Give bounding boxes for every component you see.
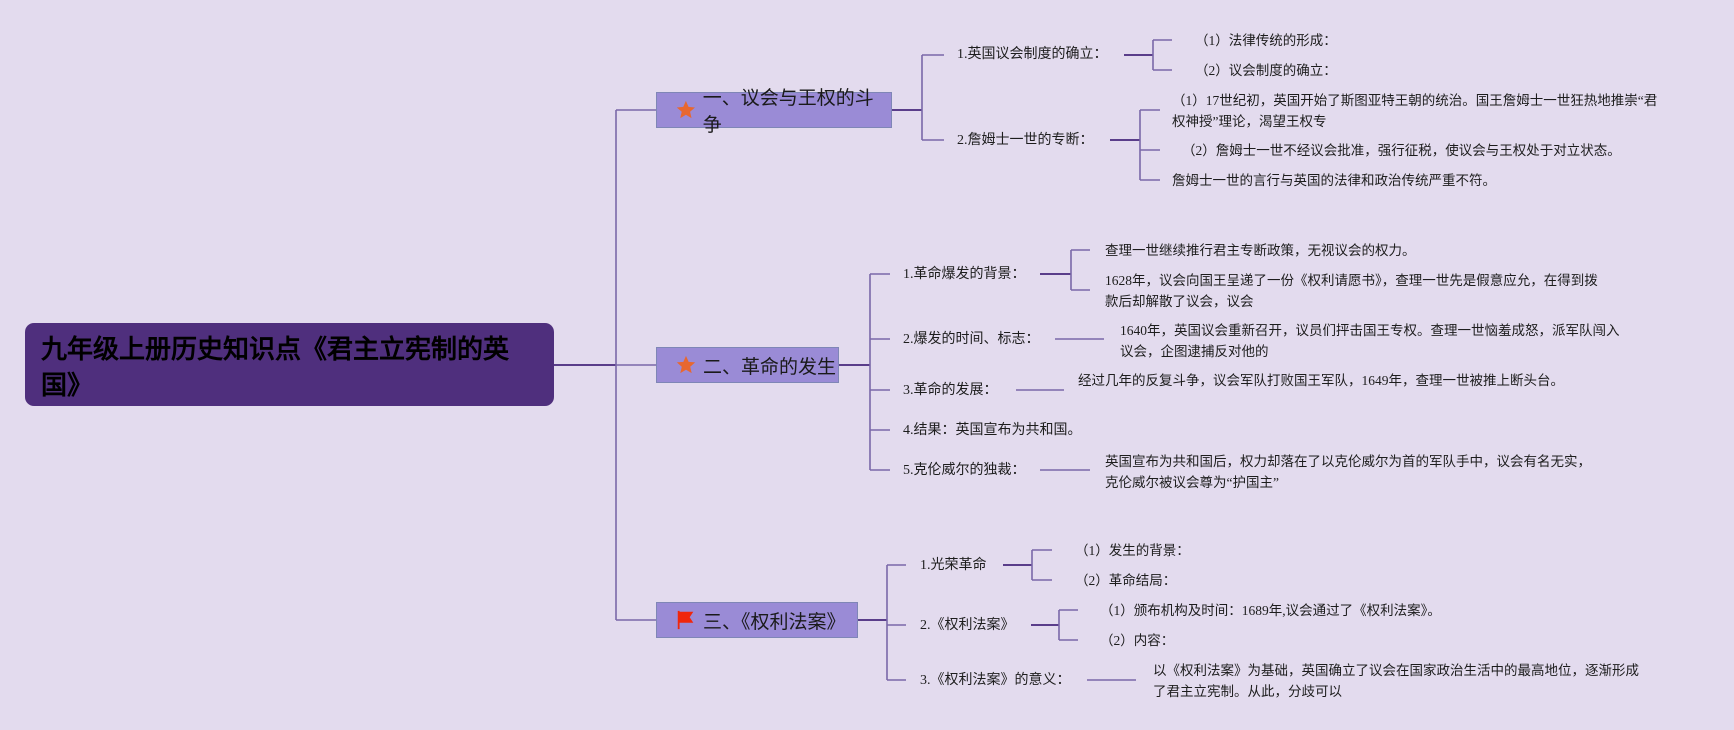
leaf-1-1-2[interactable]: （2）议会制度的确立： [1195,63,1337,78]
subtopic-2-3[interactable]: 3.革命的发展： [903,383,998,398]
leaf-2-1-1[interactable]: 查理一世继续推行君主专断政策，无视议会的权力。 [1105,243,1416,258]
branch-label: 三、《权利法案》 [703,611,846,633]
branch-label: 二、革命的发生 [703,356,837,378]
subtopic-1-2[interactable]: 2.詹姆士一世的专断： [957,133,1094,148]
leaf-1-2-3[interactable]: 詹姆士一世的言行与英国的法律和政治传统严重不符。 [1172,173,1496,188]
subtopic-1-1[interactable]: 1.英国议会制度的确立： [957,47,1108,62]
subtopic-3-1[interactable]: 1.光荣革命 [920,558,987,573]
star-icon [676,355,696,374]
leaf-1-2-2[interactable]: （2）詹姆士一世不经议会批准，强行征税，使议会与王权处于对立状态。 [1182,143,1621,158]
branch-label: 一、议会与王权的斗争 [702,88,874,136]
leaf-1-1-1[interactable]: （1）法律传统的形成： [1195,33,1337,48]
branch-topic-2[interactable]: 二、革命的发生 [656,347,839,383]
subtopic-3-3[interactable]: 3.《权利法案》的意义： [920,673,1071,688]
star-icon [676,100,695,119]
branch-topic-1[interactable]: 一、议会与王权的斗争 [656,88,892,136]
leaf-3-1-1[interactable]: （1）发生的背景： [1075,543,1190,558]
branch-topic-3[interactable]: 三、《权利法案》 [656,602,858,638]
root-title: 九年级上册历史知识点《君主立宪制的英国》 [41,334,510,400]
subtopic-3-2[interactable]: 2.《权利法案》 [920,618,1015,633]
leaf-2-2-1[interactable]: 1640年，英国议会重新召开，议员们抨击国王专权。查理一世恼羞成怒，派军队闯入议… [1120,323,1620,359]
subtopic-2-5[interactable]: 5.克伦威尔的独裁： [903,463,1026,478]
leaf-2-1-2[interactable]: 1628年，议会向国王呈递了一份《权利请愿书》，查理一世先是假意应允，在得到拨款… [1105,273,1598,309]
root-topic[interactable]: 九年级上册历史知识点《君主立宪制的英国》 [25,323,554,406]
leaf-2-3-1[interactable]: 经过几年的反复斗争，议会军队打败国王军队，1649年，查理一世被推上断头台。 [1078,373,1564,388]
leaf-3-2-2[interactable]: （2）内容： [1100,633,1175,648]
leaf-3-3-1[interactable]: 以《权利法案》为基础，英国确立了议会在国家政治生活中的最高地位，逐渐形成了君主立… [1153,663,1639,699]
leaf-2-5-1[interactable]: 英国宣布为共和国后，权力却落在了以克伦威尔为首的军队手中，议会有名无实，克伦威尔… [1105,454,1591,490]
subtopic-2-4[interactable]: 4.结果：英国宣布为共和国。 [903,423,1082,438]
leaf-3-2-1[interactable]: （1）颁布机构及时间：1689年,议会通过了《权利法案》。 [1100,603,1441,618]
subtopic-2-1[interactable]: 1.革命爆发的背景： [903,267,1026,282]
flag-icon [677,610,694,630]
leaf-1-2-1[interactable]: （1）17世纪初，英国开始了斯图亚特王朝的统治。国王詹姆士一世狂热地推崇“君权神… [1172,93,1658,129]
leaf-3-1-2[interactable]: （2）革命结局： [1075,573,1177,588]
subtopic-2-2[interactable]: 2.爆发的时间、标志： [903,332,1040,347]
